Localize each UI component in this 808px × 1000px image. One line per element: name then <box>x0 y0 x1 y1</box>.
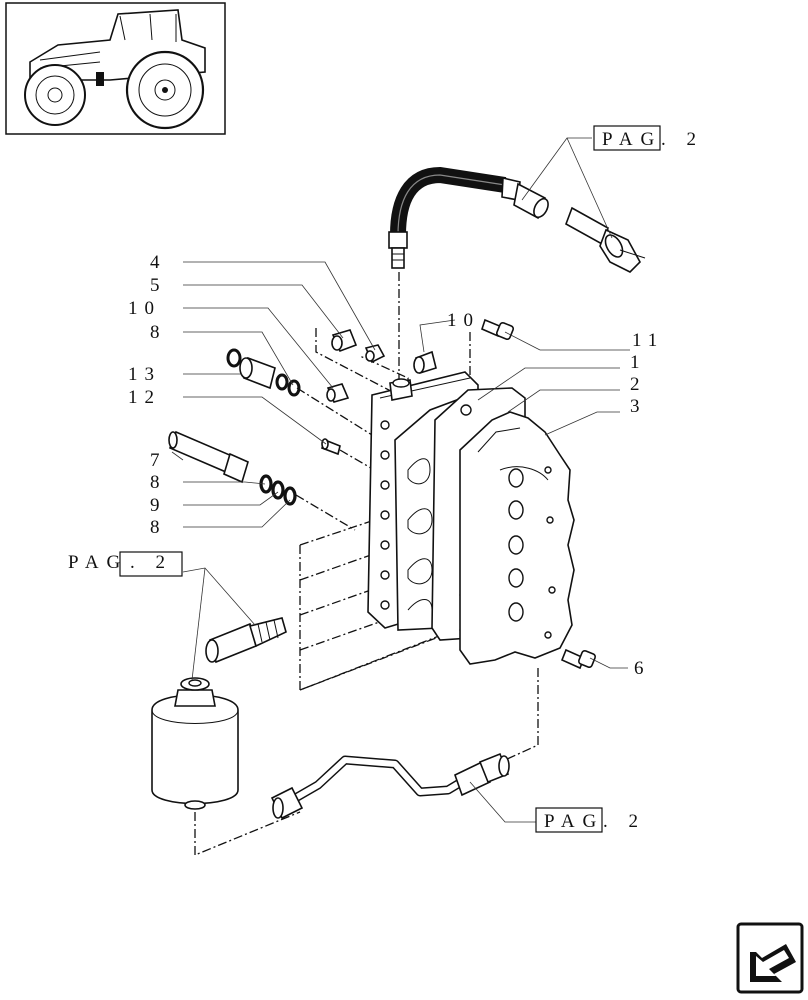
bolt-6 <box>560 648 597 670</box>
cartridge-13 <box>226 348 301 397</box>
callout-1: 1 <box>630 352 647 373</box>
reference-box-text: PAG <box>602 129 662 150</box>
reference-page-text: . 2 <box>661 129 704 150</box>
callout-3: 3 <box>630 396 647 417</box>
reference-bottom[interactable]: PAG . 2 <box>535 807 646 833</box>
valve-block-front-body <box>459 411 575 665</box>
tractor-thumbnail-icon[interactable] <box>5 2 226 135</box>
callout-7: 7 <box>150 450 167 471</box>
plug-5 <box>331 329 358 353</box>
screw-12 <box>320 438 341 456</box>
sleeve-10-right <box>413 350 437 375</box>
reference-page-text: . 2 <box>603 811 646 832</box>
callout-4: 4 <box>150 252 167 273</box>
leader-lines <box>171 137 630 823</box>
reference-page-text: . 2 <box>130 552 173 573</box>
rod-7 <box>168 430 297 506</box>
callout-12: 12 <box>128 387 161 408</box>
callout-10: 10 <box>128 298 161 319</box>
right-fitting <box>565 206 646 273</box>
accumulator-canister <box>151 677 239 810</box>
callout-2: 2 <box>630 374 647 395</box>
callout-5: 5 <box>150 275 167 296</box>
reference-box-text: PAG <box>544 811 604 832</box>
bolt-11 <box>481 318 515 341</box>
callout-8: 8 <box>150 322 167 343</box>
pressure-valve <box>205 617 287 664</box>
reference-left[interactable]: PAG . 2 <box>68 551 183 577</box>
callout-11: 11 <box>632 330 664 351</box>
sleeve-10-left <box>326 383 350 403</box>
reference-prefix-text: PAG <box>68 552 128 573</box>
callout-9: 9 <box>150 495 167 516</box>
reference-top-right[interactable]: PAG . 2 <box>593 125 704 151</box>
hydraulic-hose <box>388 166 549 269</box>
callout-8: 8 <box>150 472 167 493</box>
bottom-pipe <box>270 752 510 820</box>
callout-13: 13 <box>128 364 161 385</box>
callout-8: 8 <box>150 517 167 538</box>
plug-4 <box>364 344 386 364</box>
callout-10: 10 <box>447 310 480 331</box>
previous-page-arrow-icon[interactable] <box>736 922 804 994</box>
callout-labels: 4 5 10 8 13 12 7 8 9 8 10 11 1 2 3 6 <box>128 252 664 679</box>
callout-6: 6 <box>634 658 651 679</box>
